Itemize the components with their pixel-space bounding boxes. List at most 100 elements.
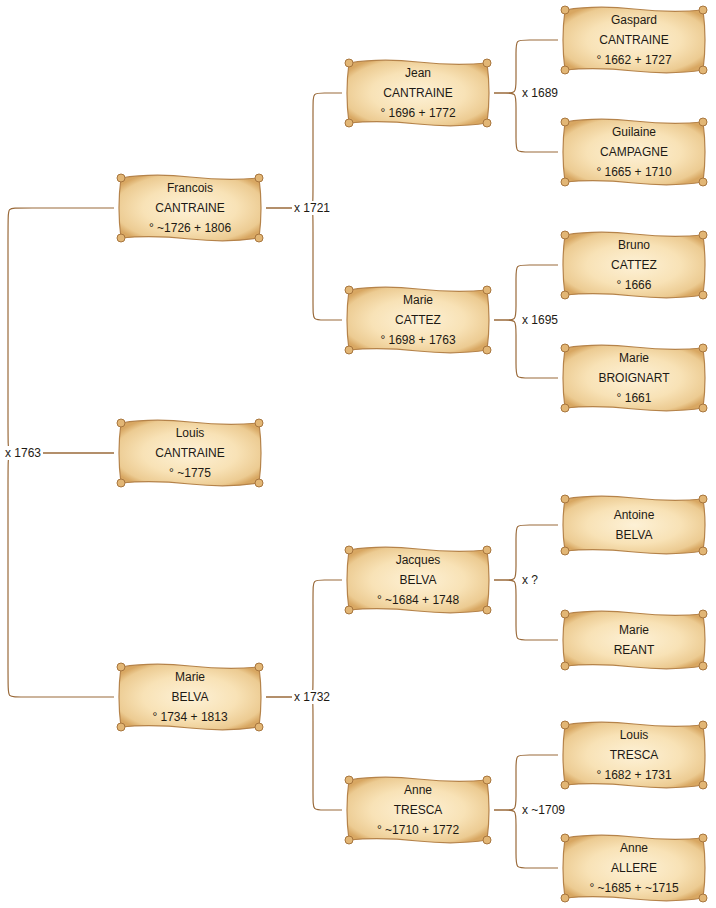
surname: TRESCA xyxy=(394,800,443,820)
scroll-curl xyxy=(255,234,263,242)
given-name: Louis xyxy=(620,725,649,745)
scroll-body xyxy=(563,119,705,185)
life-dates: ° 1665 + 1710 xyxy=(596,162,671,182)
given-name: Louis xyxy=(176,423,205,443)
given-name: Marie xyxy=(175,667,205,687)
scroll-curl xyxy=(561,495,569,503)
family-connector xyxy=(266,580,342,697)
scroll-body xyxy=(563,232,705,298)
scroll-curl xyxy=(561,231,569,239)
scroll-curl xyxy=(561,894,569,902)
scroll-curl xyxy=(117,174,125,182)
given-name: Bruno xyxy=(618,235,650,255)
person-scroll: GuilaineCAMPAGNE° 1665 + 1710 xyxy=(558,114,710,190)
scroll-curl xyxy=(561,6,569,14)
scroll-curl xyxy=(117,419,125,427)
scroll-curl xyxy=(483,286,491,294)
scroll-curl xyxy=(483,776,491,784)
given-name: Francois xyxy=(167,178,213,198)
scroll-body xyxy=(563,345,705,411)
scroll-curl xyxy=(345,59,353,67)
scroll-curl xyxy=(699,118,707,126)
scroll-curl xyxy=(345,546,353,554)
surname: BELVA xyxy=(616,525,653,545)
scroll-body xyxy=(119,175,261,241)
life-dates: ° 1696 + 1772 xyxy=(380,103,455,123)
life-dates: ° 1662 + 1727 xyxy=(596,50,671,70)
family-connector xyxy=(266,208,342,320)
surname: CATTEZ xyxy=(611,255,657,275)
scroll-curl xyxy=(345,606,353,614)
scroll-curl xyxy=(561,118,569,126)
person-scroll: GaspardCANTRAINE° 1662 + 1727 xyxy=(558,2,710,78)
scroll-curl xyxy=(561,547,569,555)
given-name: Jean xyxy=(405,63,431,83)
given-name: Marie xyxy=(619,620,649,640)
family-connector xyxy=(494,810,558,868)
scroll-body xyxy=(563,611,705,669)
marriage-label: x 1763 xyxy=(3,446,43,460)
person-scroll: MarieREANT xyxy=(558,606,710,674)
surname: BELVA xyxy=(400,570,437,590)
scroll-curl xyxy=(699,610,707,618)
scroll-curl xyxy=(255,663,263,671)
scroll-curl xyxy=(483,346,491,354)
scroll-curl xyxy=(561,404,569,412)
scroll-curl xyxy=(561,291,569,299)
life-dates: ° 1661 xyxy=(617,388,652,408)
given-name: Gaspard xyxy=(611,10,657,30)
surname: CATTEZ xyxy=(395,310,441,330)
surname: BROIGNART xyxy=(598,368,669,388)
person-scroll: LouisTRESCA° 1682 + 1731 xyxy=(558,717,710,793)
scroll-curl xyxy=(699,66,707,74)
scroll-curl xyxy=(255,723,263,731)
scroll-body xyxy=(347,287,489,353)
scroll-body xyxy=(347,547,489,613)
scroll-curl xyxy=(699,404,707,412)
scroll-curl xyxy=(483,606,491,614)
scroll-curl xyxy=(483,119,491,127)
person-scroll: AntoineBELVA xyxy=(558,491,710,559)
person-scroll: JeanCANTRAINE° 1696 + 1772 xyxy=(342,55,494,131)
scroll-curl xyxy=(561,662,569,670)
scroll-curl xyxy=(255,419,263,427)
marriage-label: x ? xyxy=(520,573,540,587)
person-scroll: JacquesBELVA° ~1684 + 1748 xyxy=(342,542,494,618)
life-dates: ° 1698 + 1763 xyxy=(380,330,455,350)
scroll-shape xyxy=(558,491,710,559)
scroll-curl xyxy=(345,346,353,354)
surname: CANTRAINE xyxy=(383,83,452,103)
scroll-curl xyxy=(483,59,491,67)
scroll-curl xyxy=(117,234,125,242)
person-scroll: AnneALLERE° ~1685 + ~1715 xyxy=(558,830,710,906)
person-scroll: MarieBROIGNART° 1661 xyxy=(558,340,710,416)
family-connector xyxy=(494,320,558,378)
scroll-body xyxy=(119,664,261,730)
surname: BELVA xyxy=(172,687,209,707)
family-connector xyxy=(266,697,342,810)
life-dates: ° ~1726 + 1806 xyxy=(149,218,231,238)
family-connector xyxy=(494,93,558,152)
scroll-curl xyxy=(699,662,707,670)
marriage-label: x 1721 xyxy=(292,201,332,215)
life-dates: ° ~1685 + ~1715 xyxy=(589,878,678,898)
given-name: Marie xyxy=(619,348,649,368)
life-dates: ° ~1684 + 1748 xyxy=(377,590,459,610)
life-dates: ° 1666 xyxy=(617,275,652,295)
person-scroll: BrunoCATTEZ° 1666 xyxy=(558,227,710,303)
scroll-body xyxy=(563,722,705,788)
scroll-curl xyxy=(483,836,491,844)
scroll-body xyxy=(347,777,489,843)
surname: CANTRAINE xyxy=(155,443,224,463)
life-dates: ° 1734 + 1813 xyxy=(152,707,227,727)
given-name: Guilaine xyxy=(612,122,656,142)
family-connector xyxy=(8,208,114,453)
marriage-label: x ~1709 xyxy=(520,803,567,817)
surname: CANTRAINE xyxy=(599,30,668,50)
scroll-body xyxy=(347,60,489,126)
scroll-curl xyxy=(117,663,125,671)
scroll-curl xyxy=(561,610,569,618)
scroll-curl xyxy=(561,344,569,352)
family-connector xyxy=(494,580,558,640)
family-connector xyxy=(494,265,558,320)
